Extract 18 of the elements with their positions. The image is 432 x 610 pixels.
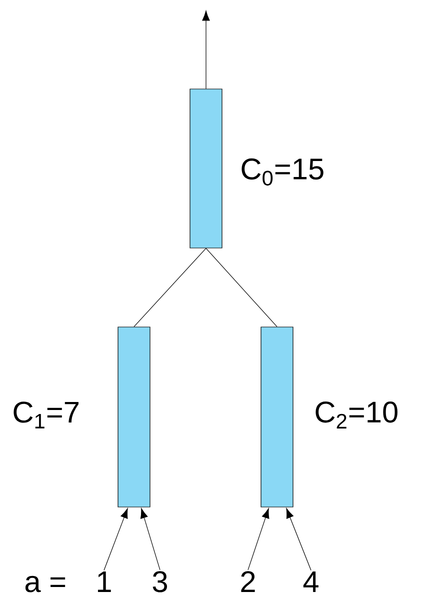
connector <box>104 508 128 571</box>
input-value: 1 <box>98 571 111 592</box>
input-value: 4 <box>303 571 318 592</box>
connector <box>286 508 312 571</box>
bar <box>118 326 150 508</box>
bar-label: C$_{2}$=10 <box>316 402 398 428</box>
connector <box>202 10 210 89</box>
connector <box>134 248 206 327</box>
connector <box>206 248 278 327</box>
bar <box>260 326 294 508</box>
input-value: 2 <box>241 571 255 592</box>
input-value: 3 <box>152 571 167 592</box>
bar-label: C$_{0}$=15 <box>242 158 324 186</box>
connector <box>140 508 160 570</box>
bar <box>190 88 222 248</box>
variable-label: a = <box>25 576 66 592</box>
bar-label: C$_{1}$=7 <box>14 402 78 428</box>
connector <box>248 508 270 570</box>
